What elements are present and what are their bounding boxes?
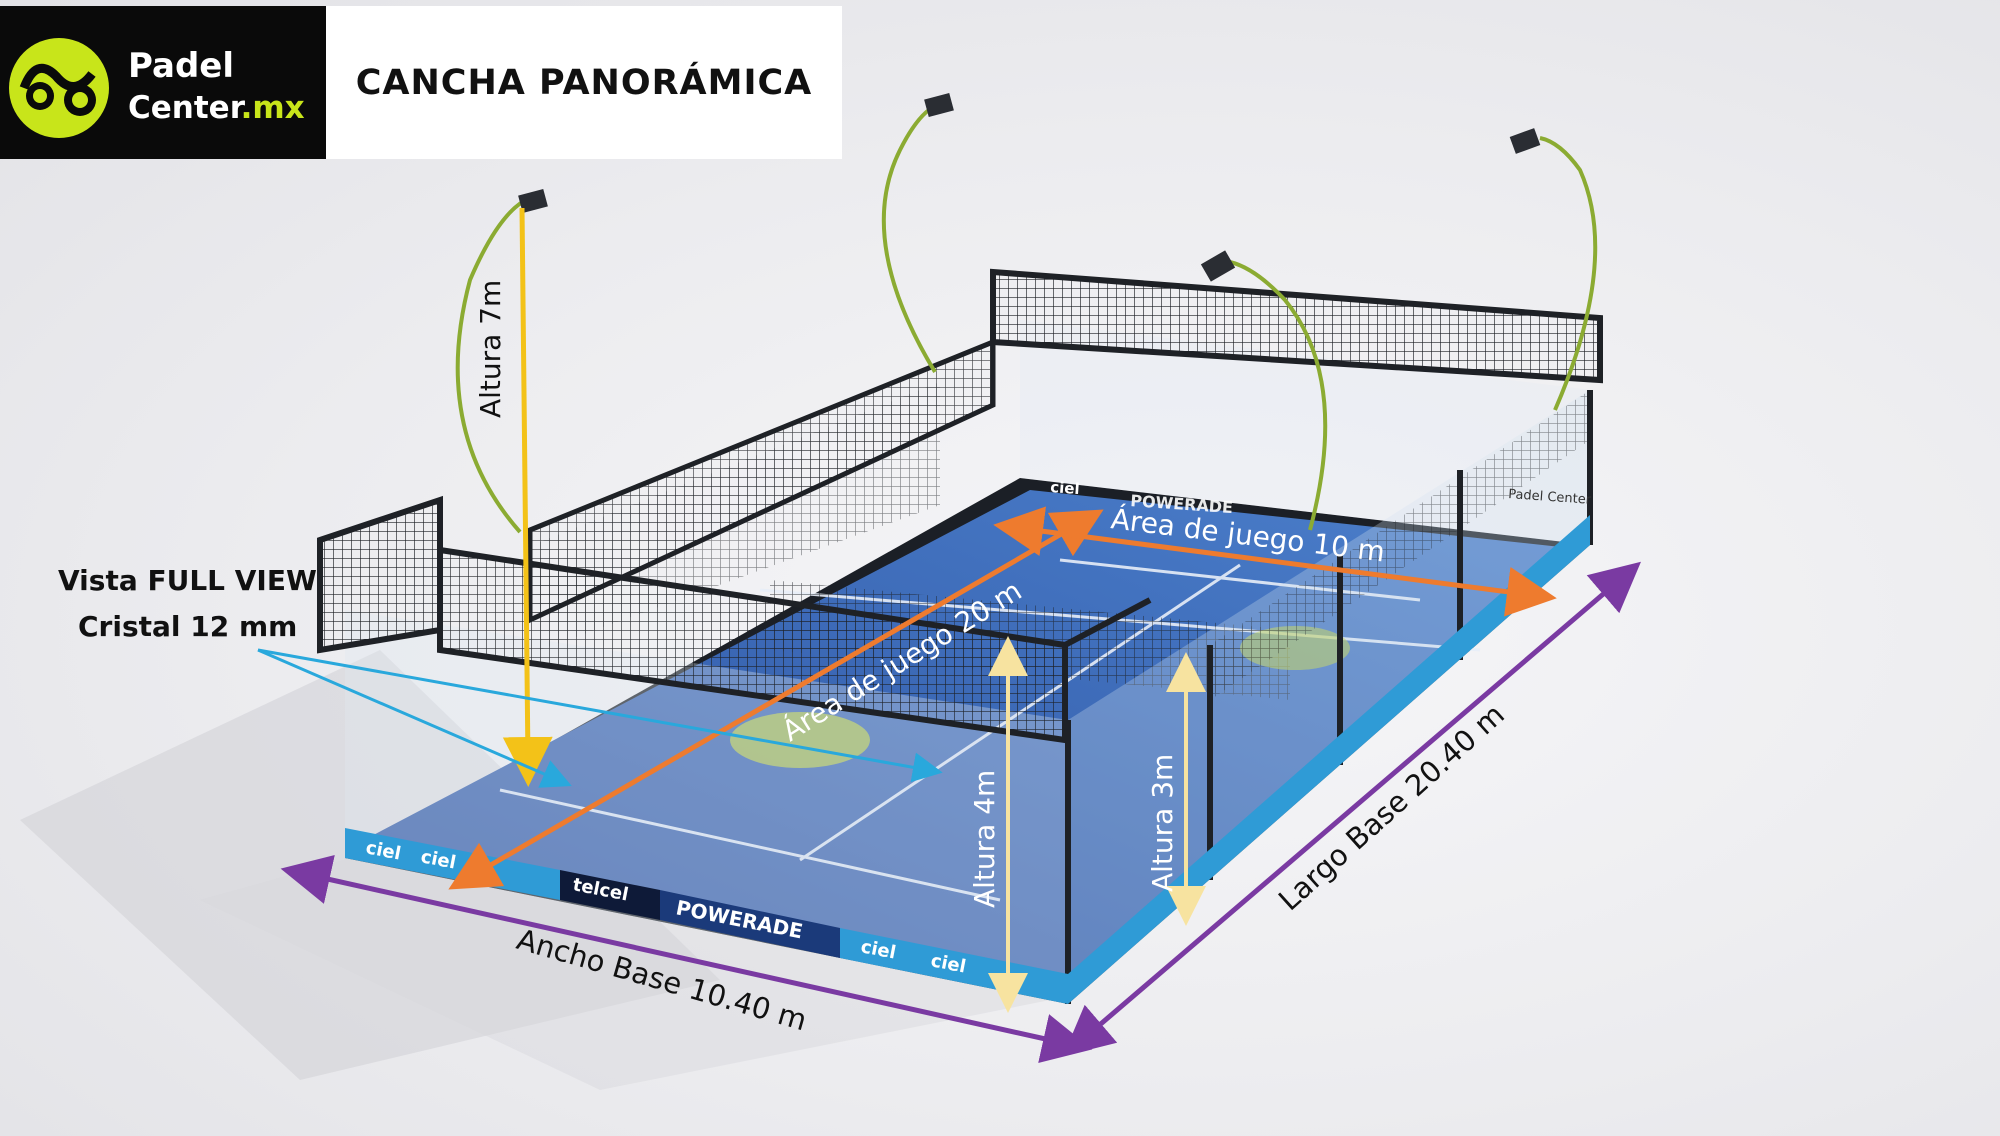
floodlight-icon <box>1200 250 1236 282</box>
light-poles <box>455 102 1598 534</box>
padel-center-logo-icon <box>9 38 109 138</box>
brand-name-line2: Center.mx <box>128 90 305 126</box>
banner-padel-center: Padel Center <box>1508 487 1592 508</box>
ancho-base-arrow <box>280 855 1093 1063</box>
brand-name-main: Center <box>128 90 241 126</box>
full-view-pointer-1 <box>257 648 572 788</box>
full-view-pointer-2 <box>257 648 943 783</box>
largo-base-arrow <box>1063 561 1641 1057</box>
brand-name-line1: Padel <box>128 46 235 86</box>
brand-name-accent: .mx <box>240 90 305 126</box>
altura-3-label: Altura 3m <box>1146 754 1179 892</box>
page-title: CANCHA PANORÁMICA <box>355 62 813 103</box>
title-panel: CANCHA PANORÁMICA <box>326 6 842 159</box>
area-20-arrow <box>448 509 1104 890</box>
back-wall-frame <box>990 268 1603 384</box>
altura-7-label: Altura 7m <box>474 280 507 418</box>
front-wall-mesh <box>320 500 440 650</box>
altura-4-label: Altura 4m <box>968 770 1001 908</box>
full-view-label-line2: Cristal 12 mm <box>78 610 297 643</box>
banner-ciel-far: ciel <box>1050 478 1081 498</box>
full-view-label-line1: Vista FULL VIEW <box>58 564 317 597</box>
logo-panel: Padel Center.mx <box>0 6 326 159</box>
back-wall-mesh <box>993 272 1600 380</box>
floodlight-icon <box>518 188 548 214</box>
floodlight-icon <box>924 92 954 118</box>
floodlight-icon <box>1509 128 1541 154</box>
